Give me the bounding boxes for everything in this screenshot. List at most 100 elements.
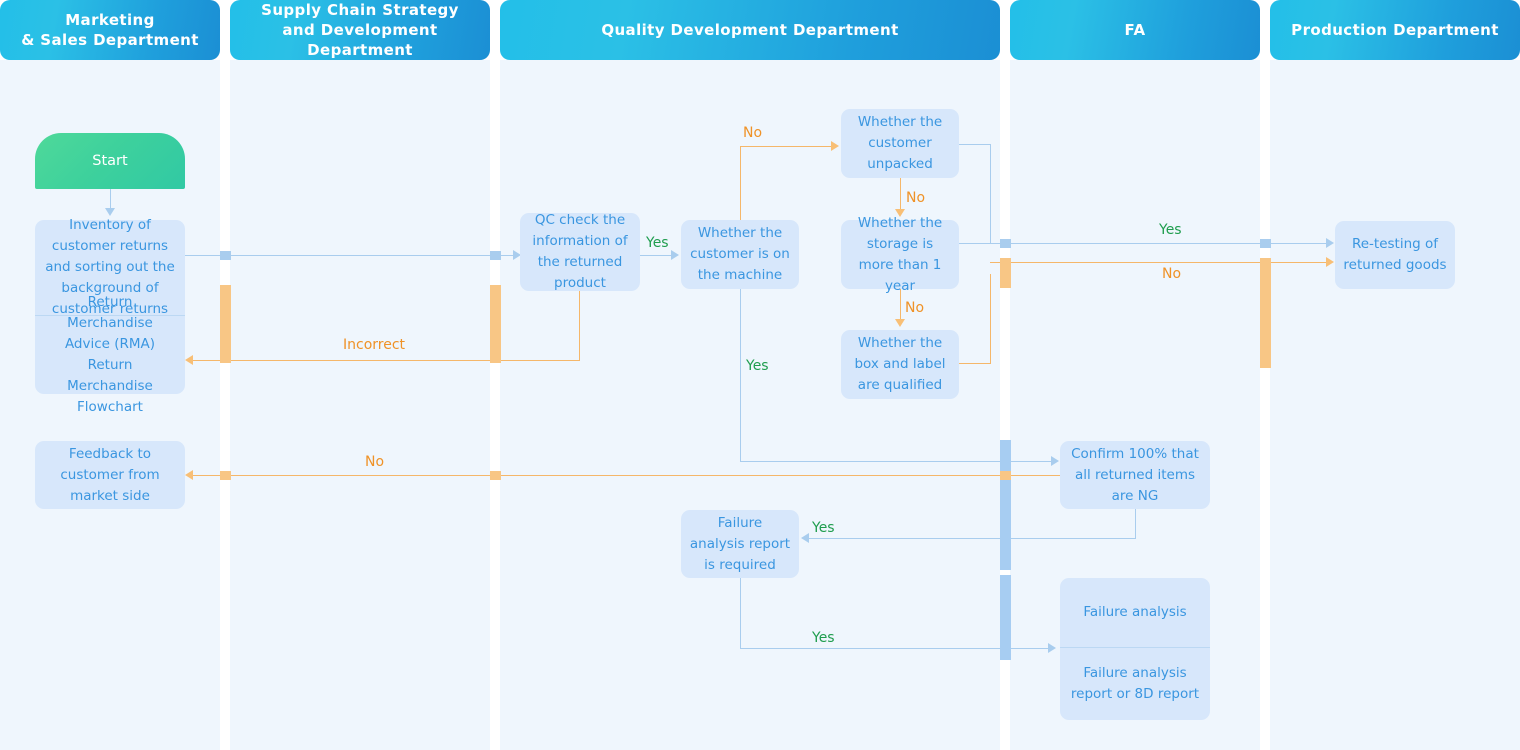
node-qc-check[interactable]: QC check the information of the returned… xyxy=(520,212,640,291)
lane-header-supply-chain-line1: Supply Chain Strategy xyxy=(261,1,459,19)
edge-qc-to-on-machine xyxy=(639,255,673,256)
edge-label-fa-yes: Yes xyxy=(812,520,835,536)
arrowhead-qc-to-on-machine xyxy=(671,250,679,260)
node-qc-check-label: QC check the information of the returned… xyxy=(532,212,628,291)
node-whether-unpacked[interactable]: Whether the customer unpacked xyxy=(841,109,959,178)
arrowhead-to-failure-analysis xyxy=(1048,643,1056,653)
edge-label-fa-report-yes: Yes xyxy=(812,630,835,646)
lane-body-supply-chain xyxy=(230,60,490,750)
lane-cross-marker-retest-yes-2 xyxy=(1260,239,1271,248)
node-inventory[interactable]: Inventory of customer returns and sortin… xyxy=(35,217,185,317)
node-feedback-label: Feedback to customer from market side xyxy=(60,445,160,504)
node-retesting-label: Re-testing of returned goods xyxy=(1343,236,1447,273)
edge-label-feedback-no: No xyxy=(365,454,385,470)
edge-confirm-to-feedback xyxy=(192,475,1060,476)
edge-fa-required-right xyxy=(740,648,1050,649)
arrowhead-retest-no xyxy=(1326,257,1334,267)
node-rma[interactable]: Return Merchandise Advice (RMA) Return M… xyxy=(35,294,185,415)
lane-cross-marker-inventory-qc-2 xyxy=(490,251,501,260)
node-on-machine-label: Whether the customer is on the machine xyxy=(690,225,790,283)
node-start-label: Start xyxy=(92,153,128,169)
edge-label-qc-yes: Yes xyxy=(646,235,669,251)
node-unpacked-label: Whether the customer unpacked xyxy=(857,114,943,172)
node-inventory-rma[interactable]: Inventory of customer returns and sortin… xyxy=(35,217,185,415)
edge-label-machine-no: No xyxy=(743,125,763,141)
lane-header-quality: Quality Development Department xyxy=(500,0,1000,60)
edge-storage-no xyxy=(900,289,901,321)
edge-qc-incorrect-left xyxy=(192,360,580,361)
edge-label-unpacked-no: No xyxy=(906,190,926,206)
node-whether-box-label-qualified[interactable]: Whether the box and label are qualified xyxy=(841,330,959,399)
lane-header-marketing-line2: & Sales Department xyxy=(21,31,199,49)
arrowhead-start-to-inventory xyxy=(105,208,115,216)
edge-machine-yes-down xyxy=(740,289,741,461)
edge-start-to-inventory xyxy=(110,188,111,210)
lane-cross-marker-feedback-1 xyxy=(220,471,231,480)
edge-qc-incorrect-down xyxy=(579,290,580,360)
arrowhead-machine-yes xyxy=(1051,456,1059,466)
node-failure-analysis-label: Failure analysis xyxy=(1083,604,1187,620)
arrowhead-inventory-to-qc xyxy=(513,250,521,260)
lane-header-quality-line1: Quality Development Department xyxy=(601,21,899,39)
lane-header-production: Production Department xyxy=(1270,0,1520,60)
edge-unpacked-yes-down xyxy=(990,144,991,243)
node-start[interactable]: Start xyxy=(35,133,185,189)
edge-machine-yes-right xyxy=(740,461,1053,462)
node-retesting-returned-goods[interactable]: Re-testing of returned goods xyxy=(1335,221,1455,289)
lane-cross-marker-retest-no-1 xyxy=(1000,258,1011,288)
node-storage-label: Whether the storage is more than 1 year xyxy=(857,214,943,294)
edge-boxlabel-up xyxy=(990,274,991,364)
lane-cross-marker-incorrect-1 xyxy=(220,285,231,363)
lane-cross-marker-feedback-2 xyxy=(490,471,501,480)
arrowhead-incorrect-to-rma xyxy=(185,355,193,365)
edge-label-retest-yes: Yes xyxy=(1159,222,1182,238)
lane-header-marketing: Marketing & Sales Department xyxy=(0,0,220,60)
arrowhead-machine-no xyxy=(831,141,839,151)
lane-cross-marker-failure-analysis xyxy=(1000,575,1011,660)
edge-label-machine-yes: Yes xyxy=(746,358,769,374)
arrowhead-retest-yes xyxy=(1326,238,1334,248)
edge-unpacked-yes-right xyxy=(959,144,991,145)
node-failure-analysis-report[interactable]: Failure analysis report or 8D report xyxy=(1060,648,1210,719)
lane-header-fa-line1: FA xyxy=(1124,21,1146,39)
lane-header-production-line1: Production Department xyxy=(1291,21,1499,39)
lane-body-production xyxy=(1270,60,1520,750)
node-whether-on-machine[interactable]: Whether the customer is on the machine xyxy=(681,220,799,289)
edge-machine-no-up xyxy=(740,146,741,221)
edge-fa-required-down xyxy=(740,578,741,648)
node-inventory-label: Inventory of customer returns and sortin… xyxy=(45,217,175,317)
node-failure-analysis-group[interactable]: Failure analysis Failure analysis report… xyxy=(1060,578,1210,720)
node-box-label-label: Whether the box and label are qualified xyxy=(854,335,946,393)
edge-label-storage-no: No xyxy=(905,300,925,316)
lane-cross-marker-incorrect-2 xyxy=(490,285,501,363)
lane-header-fa: FA xyxy=(1010,0,1260,60)
edge-unpacked-no xyxy=(900,178,901,211)
edge-retest-no xyxy=(990,262,1328,263)
lane-cross-marker-fa-required xyxy=(1000,505,1011,570)
node-fa-required-label: Failure analysis report is required xyxy=(689,514,791,573)
arrowhead-storage-no xyxy=(895,319,905,327)
node-rma-label: Return Merchandise Advice (RMA) Return M… xyxy=(64,293,156,415)
node-confirm-returned-items-ng[interactable]: Confirm 100% that all returned items are… xyxy=(1060,441,1210,509)
edge-boxlabel-right xyxy=(959,363,991,364)
node-failure-report-label: Failure analysis report or 8D report xyxy=(1070,664,1200,702)
arrowhead-confirm-to-fa-required xyxy=(801,533,809,543)
node-feedback-to-customer[interactable]: Feedback to customer from market side xyxy=(35,441,185,509)
node-confirm-ng-label: Confirm 100% that all returned items are… xyxy=(1071,445,1199,504)
lane-cross-marker-feedback-3 xyxy=(1000,471,1011,480)
edge-storage-yes-right xyxy=(959,243,991,244)
node-failure-analysis-report-required[interactable]: Failure analysis report is required xyxy=(681,510,799,578)
lane-header-marketing-line1: Marketing xyxy=(65,11,155,29)
lane-header-supply-chain-line2: and Development Department xyxy=(282,21,438,59)
lane-cross-marker-inventory-qc-1 xyxy=(220,251,231,260)
edge-confirm-down xyxy=(1135,505,1136,538)
edge-confirm-to-fa-required xyxy=(808,538,1136,539)
edge-machine-no-right xyxy=(740,146,833,147)
node-failure-analysis[interactable]: Failure analysis xyxy=(1060,578,1210,648)
edge-retest-yes xyxy=(990,243,1328,244)
lane-header-supply-chain: Supply Chain Strategy and Development De… xyxy=(230,0,490,60)
edge-label-retest-no: No xyxy=(1162,266,1182,282)
edge-label-incorrect: Incorrect xyxy=(343,337,406,353)
node-whether-storage-1-year[interactable]: Whether the storage is more than 1 year xyxy=(841,215,959,294)
